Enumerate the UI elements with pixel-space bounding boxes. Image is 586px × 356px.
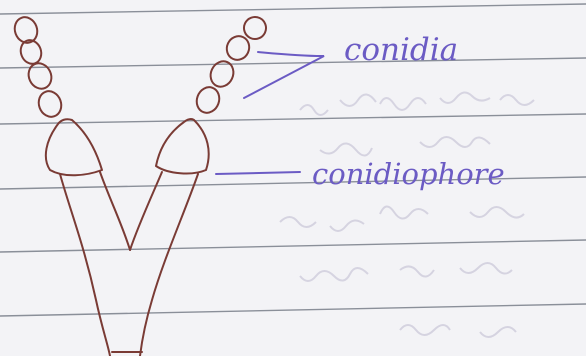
left-branch-inner: [100, 172, 130, 250]
conidia-pointer: [244, 52, 324, 98]
left-vesicle: [46, 119, 102, 175]
conidiophore-label: conidiophore: [312, 157, 505, 191]
label-pointers: [216, 52, 324, 174]
left-branch: [60, 174, 110, 356]
bleed-through-text: [280, 92, 534, 337]
conidiophore-pointer: [216, 172, 300, 174]
right-branch-inner: [130, 172, 162, 250]
right-vesicle: [156, 119, 209, 174]
conidia-label: conidia: [344, 32, 458, 68]
